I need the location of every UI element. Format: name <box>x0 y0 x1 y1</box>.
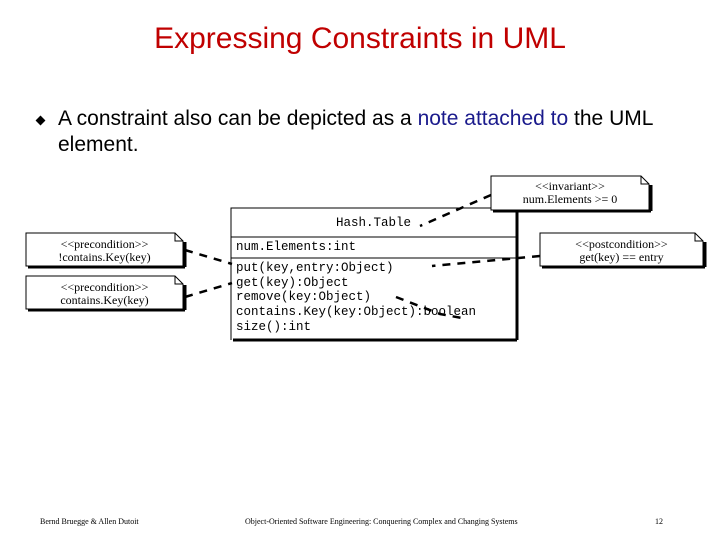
precondition-2-connector <box>184 281 233 299</box>
precondition-1-connector <box>184 248 233 266</box>
postcondition-connector <box>431 254 541 268</box>
footer-page-number: 12 <box>655 517 663 526</box>
postcondition-note-shape <box>539 232 707 269</box>
postcondition-text: get(key) == entry <box>579 250 664 264</box>
invariant-connector <box>419 193 492 228</box>
slide-title: Expressing Constraints in UML <box>154 22 566 55</box>
precondition-1-text: !contains.Key(key) <box>58 250 151 264</box>
operation-put: put(key,entry:Object) <box>236 261 394 275</box>
footer-authors: Bernd Bruegge & Allen Dutoit <box>40 517 139 526</box>
invariant-note: <<invariant>> num.Elements >= 0 <box>491 180 649 206</box>
class-box <box>230 207 519 342</box>
postcondition-note: <<postcondition>> get(key) == entry <box>540 238 703 264</box>
bullet-text: A constraint also can be depicted as a n… <box>58 106 678 158</box>
operation-size: size():int <box>236 319 312 334</box>
precondition-2-stereotype: <<precondition>> <box>60 280 149 294</box>
class-operations: put(key,entry:Object) get(key):Object re… <box>236 261 476 335</box>
class-attribute: num.Elements:int <box>236 240 357 254</box>
precondition-note-1: <<precondition>> !contains.Key(key) <box>26 238 183 264</box>
note-connectors <box>184 193 541 320</box>
class-name: Hash.Table <box>335 216 411 230</box>
invariant-stereotype: <<invariant>> <box>535 179 605 193</box>
precondition-1-stereotype: <<precondition>> <box>60 237 149 251</box>
bullet-text-end: the UML element. <box>58 107 653 156</box>
invariant-note-shape <box>490 175 653 213</box>
footer-book-title: Object-Oriented Software Engineering: Co… <box>245 517 518 526</box>
invariant-text: num.Elements >= 0 <box>522 192 618 206</box>
operation-remove: remove(key:Object) <box>236 290 372 305</box>
postcondition-stereotype: <<postcondition>> <box>575 237 668 251</box>
bullet-text-highlight: note attached to <box>417 107 569 130</box>
precondition-note-2: <<precondition>> contains.Key(key) <box>26 281 183 307</box>
bullet-text-start: A constraint also can be depicted as a <box>58 107 418 130</box>
precondition-note-2-shape <box>25 275 187 312</box>
operation-get: get(key):Object <box>236 275 349 290</box>
operation-contains-key: contains.Key(key:Object):boolean <box>236 305 477 320</box>
precondition-2-text: contains.Key(key) <box>60 293 149 307</box>
precondition-note-1-shape <box>25 232 187 269</box>
postcondition-dash-detail <box>395 295 463 320</box>
